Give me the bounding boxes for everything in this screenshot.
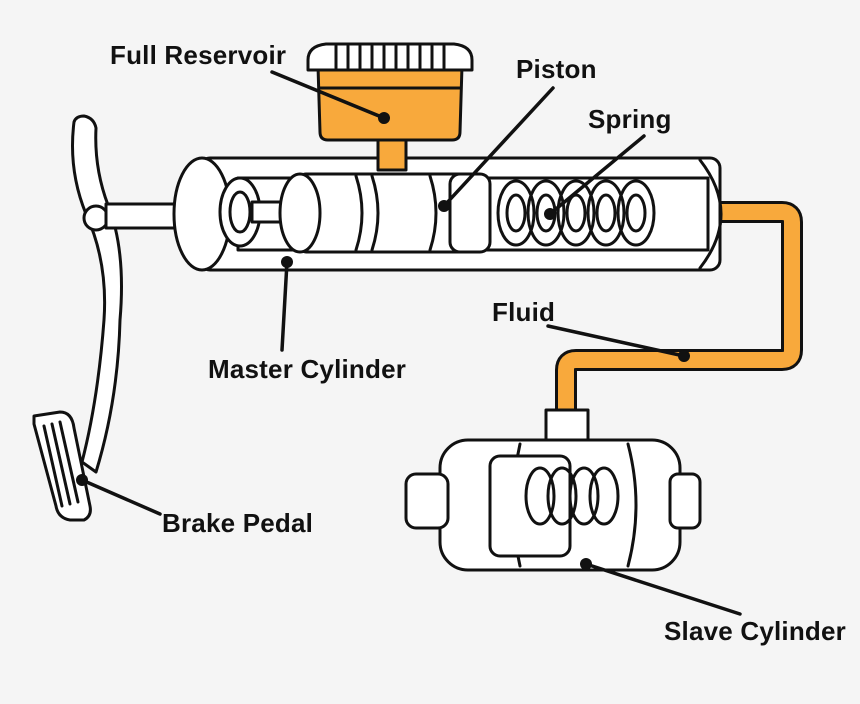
label-full-reservoir: Full Reservoir [110,40,286,70]
master-spring [496,179,656,247]
label-spring: Spring [588,104,672,134]
label-fluid: Fluid [492,297,555,327]
master-piston [278,172,492,254]
slave-cylinder [404,408,702,572]
fluid-line [555,201,803,414]
label-master-cylinder: Master Cylinder [208,354,406,384]
label-slave-cylinder: Slave Cylinder [664,616,846,646]
label-piston: Piston [516,54,597,84]
brake-pedal [32,114,123,522]
pedal-pivot [82,204,110,232]
label-brake-pedal: Brake Pedal [162,508,313,538]
fluid-reservoir [306,42,474,172]
reservoir-cap [306,42,474,72]
slave-pushrod [404,472,450,530]
leader-lines [76,70,742,616]
